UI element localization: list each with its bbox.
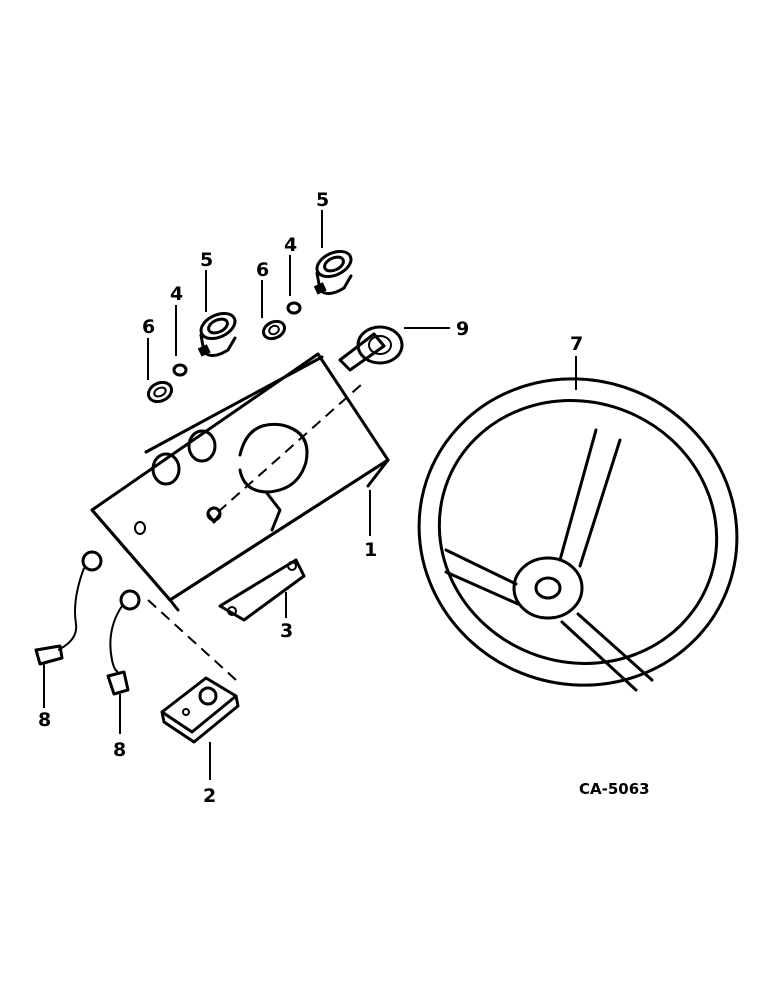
callout-2: 2 (203, 785, 216, 807)
lamp-lead-right (106, 589, 141, 696)
callout-9: 9 (456, 318, 469, 340)
callout-7: 7 (570, 333, 583, 355)
callout-1: 1 (364, 539, 377, 561)
callout-3: 3 (280, 620, 293, 642)
lens-right (286, 301, 302, 315)
callout-4-right: 4 (284, 234, 297, 256)
gauge-right (313, 249, 353, 295)
ring-right (261, 319, 287, 341)
callout-5-left: 5 (200, 249, 213, 271)
switch-block (160, 676, 240, 744)
lens-left (172, 363, 188, 377)
steering-wheel (417, 377, 739, 692)
figure-code: CA-5063 (579, 780, 650, 798)
instrument-panel-housing (90, 352, 390, 612)
lamp-lead-left (34, 550, 103, 666)
ring-left (146, 380, 174, 404)
callout-labels: 1 2 3 4 4 5 5 6 6 7 8 8 9 CA-5063 (38, 189, 650, 807)
gauge-left (197, 311, 237, 357)
callout-6-left: 6 (142, 316, 155, 338)
callout-5-right: 5 (316, 189, 329, 211)
callout-8-right: 8 (113, 739, 126, 761)
mounting-bracket (218, 558, 306, 622)
callout-6-right: 6 (256, 259, 269, 281)
assembly-guide-lines (147, 383, 363, 681)
callout-8-left: 8 (38, 709, 51, 731)
leader-lines (43, 210, 577, 780)
key-switch (338, 325, 404, 372)
callout-4-left: 4 (170, 283, 183, 305)
